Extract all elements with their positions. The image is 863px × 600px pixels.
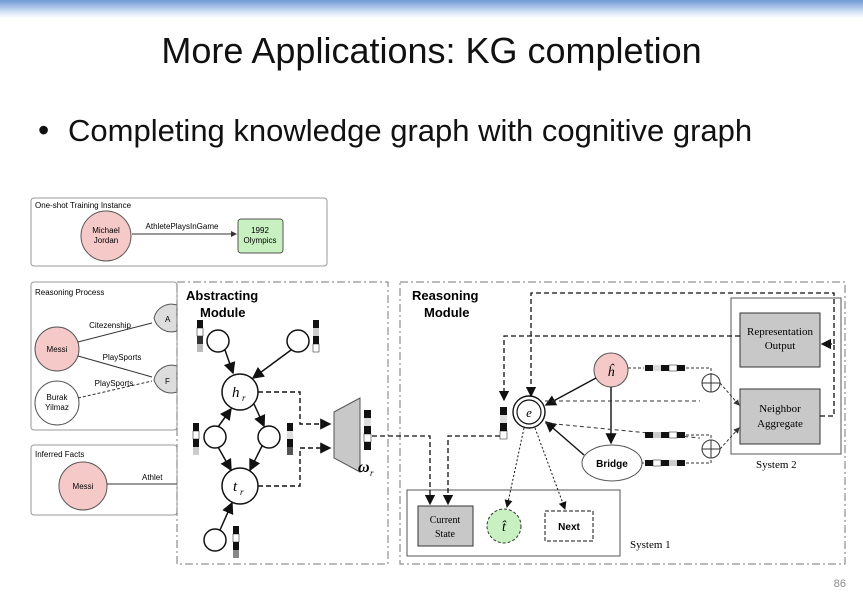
reasoning-process-label: Reasoning Process bbox=[35, 288, 104, 297]
messi-node bbox=[34, 326, 80, 372]
one-shot-label: One-shot Training Instance bbox=[35, 201, 132, 210]
t-r-node bbox=[221, 467, 259, 505]
system1-box bbox=[406, 489, 621, 557]
svg-text:h: h bbox=[232, 385, 240, 401]
svg-text:Athlet: Athlet bbox=[142, 473, 163, 482]
svg-text:Jordan: Jordan bbox=[94, 236, 118, 245]
relation-label: AthletePlaysInGame bbox=[146, 222, 219, 231]
svg-text:PlaySports: PlaySports bbox=[103, 353, 142, 362]
svg-text:e: e bbox=[526, 405, 532, 420]
svg-text:Olympics: Olympics bbox=[244, 236, 277, 245]
inferred-messi-node bbox=[58, 461, 108, 511]
bullet-text: Completing knowledge graph with cognitiv… bbox=[68, 113, 753, 148]
svg-text:State: State bbox=[435, 529, 456, 540]
t-hat-node bbox=[486, 508, 522, 544]
bullet-dot: • bbox=[38, 112, 50, 148]
svg-text:Reasoning: Reasoning bbox=[412, 288, 479, 303]
svg-text:Next: Next bbox=[558, 522, 580, 533]
inferred-facts-panel: Inferred Facts Messi Athlet bbox=[30, 444, 178, 516]
svg-text:Module: Module bbox=[424, 305, 470, 320]
svg-text:Output: Output bbox=[765, 340, 796, 352]
svg-text:r: r bbox=[240, 487, 244, 497]
svg-text:Yilmaz: Yilmaz bbox=[45, 403, 69, 412]
omega-to-state-edge bbox=[372, 435, 436, 506]
reasoning-process-panel: Reasoning Process Messi Burak Yilmaz Cit… bbox=[30, 281, 178, 431]
next-box bbox=[544, 510, 594, 542]
one-shot-panel: One-shot Training Instance Michael Jorda… bbox=[30, 197, 328, 267]
system2-label: System 2 bbox=[756, 459, 797, 471]
svg-text:Module: Module bbox=[200, 305, 246, 320]
current-state-box bbox=[417, 505, 474, 547]
page-number: 86 bbox=[833, 578, 846, 590]
svg-text:r: r bbox=[242, 393, 246, 403]
inferred-facts-label: Inferred Facts bbox=[35, 450, 84, 459]
svg-text:Michael: Michael bbox=[92, 226, 120, 235]
svg-text:Abstracting: Abstracting bbox=[186, 288, 258, 303]
svg-text:ω: ω bbox=[358, 459, 370, 476]
svg-text:1992: 1992 bbox=[251, 226, 269, 235]
olympics-node bbox=[237, 218, 284, 254]
svg-text:r: r bbox=[370, 468, 374, 478]
svg-text:ĥ: ĥ bbox=[608, 363, 616, 380]
slide-top-bar bbox=[0, 0, 863, 18]
svg-text:Citezenship: Citezenship bbox=[89, 321, 131, 330]
system2-box bbox=[730, 297, 842, 455]
svg-text:F: F bbox=[165, 377, 170, 386]
h-r-node bbox=[221, 373, 259, 411]
svg-text:Burak: Burak bbox=[47, 393, 69, 402]
svg-text:Aggregate: Aggregate bbox=[757, 418, 803, 430]
reasoning-module: Reasoning Module Representation Output N… bbox=[399, 281, 846, 565]
encoder-shape bbox=[333, 397, 361, 473]
system1-label: System 1 bbox=[630, 539, 671, 551]
svg-text:Representation: Representation bbox=[747, 326, 813, 338]
svg-text:Neighbor: Neighbor bbox=[759, 403, 801, 415]
svg-text:Bridge: Bridge bbox=[596, 459, 628, 470]
burak-node bbox=[34, 380, 80, 426]
neighbor-aggregate-box bbox=[739, 388, 821, 445]
abstracting-module: Abstracting Module h r t r bbox=[176, 281, 389, 565]
svg-text:Current: Current bbox=[430, 515, 461, 526]
svg-text:Messi: Messi bbox=[47, 345, 68, 354]
svg-text:Messi: Messi bbox=[73, 482, 94, 491]
svg-text:t: t bbox=[233, 479, 238, 495]
svg-text:A: A bbox=[165, 315, 171, 324]
slide-title: More Applications: KG completion bbox=[161, 30, 702, 71]
michael-jordan-node bbox=[80, 210, 132, 262]
svg-text:PlaySports: PlaySports bbox=[95, 379, 134, 388]
representation-output-box bbox=[739, 312, 821, 368]
svg-text:t̂: t̂ bbox=[502, 520, 507, 535]
